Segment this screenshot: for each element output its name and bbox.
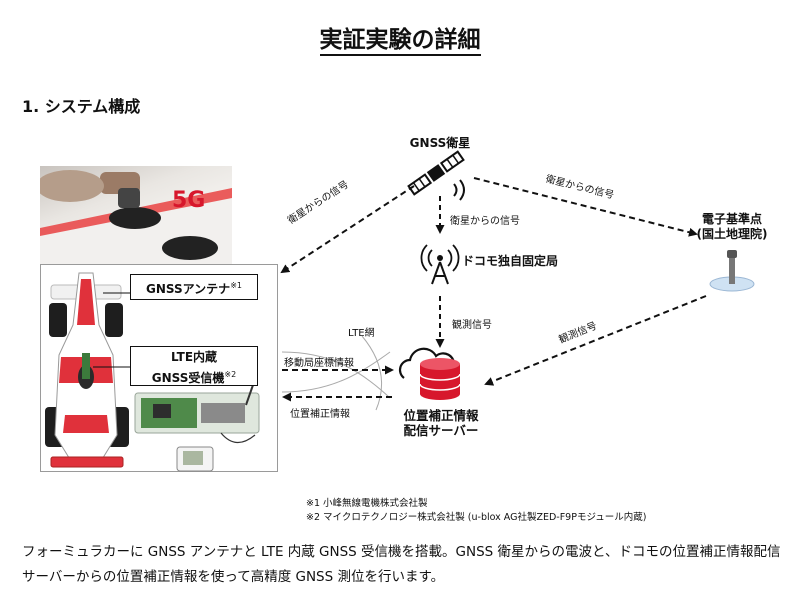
correction-label: 位置補正情報 xyxy=(290,409,350,420)
ref-to-server-arrow xyxy=(484,295,707,386)
photo-5g-text: 5G xyxy=(172,188,206,213)
section-heading: 1. システム構成 xyxy=(22,97,141,116)
page-title: 実証実験の詳細 xyxy=(0,20,800,56)
lte-network-label: LTE網 xyxy=(348,328,375,339)
antenna-tower-icon xyxy=(420,244,460,285)
lte-network-line xyxy=(281,351,391,399)
signal-wave-icon xyxy=(453,183,458,197)
server-cloud-database-icon xyxy=(398,347,461,400)
server-label: 位置補正情報 配信サーバー xyxy=(403,408,479,438)
reference-point-label: 電子基準点 (国土地理院) xyxy=(696,212,768,241)
mobile-coords-label: 移動局座標情報 xyxy=(284,358,354,369)
receiver-callout: LTE内蔵 GNSS受信機※2 xyxy=(130,346,258,386)
station-obs-label: 観測信号 xyxy=(452,320,492,331)
docomo-station-label: ドコモ独自固定局 xyxy=(462,254,559,268)
antenna-install-photo: 5G xyxy=(40,166,232,264)
satellite-icon xyxy=(407,150,465,196)
satellite-label: GNSS衛星 xyxy=(409,136,471,150)
sat-to-car-arrow xyxy=(280,185,415,274)
footnote-1: ※1 小峰無線電機株式会社製 xyxy=(306,498,428,509)
sat-to-station-label: 衛星からの信号 xyxy=(450,216,520,227)
sat-to-ref-arrow xyxy=(473,177,698,237)
description-text: フォーミュラカーに GNSS アンテナと LTE 内蔵 GNSS 受信機を搭載。… xyxy=(22,544,781,585)
formula-car-illustration xyxy=(45,272,260,472)
antenna-callout: GNSSアンテナ※1 xyxy=(130,274,258,300)
reference-point-icon xyxy=(709,250,755,292)
footnote-2: ※2 マイクロテクノロジー株式会社製 (u-blox AG社製ZED-F9Pモジ… xyxy=(306,512,647,523)
footnotes: ※1 小峰無線電機株式会社製 ※2 マイクロテクノロジー株式会社製 (u-blo… xyxy=(306,497,647,525)
